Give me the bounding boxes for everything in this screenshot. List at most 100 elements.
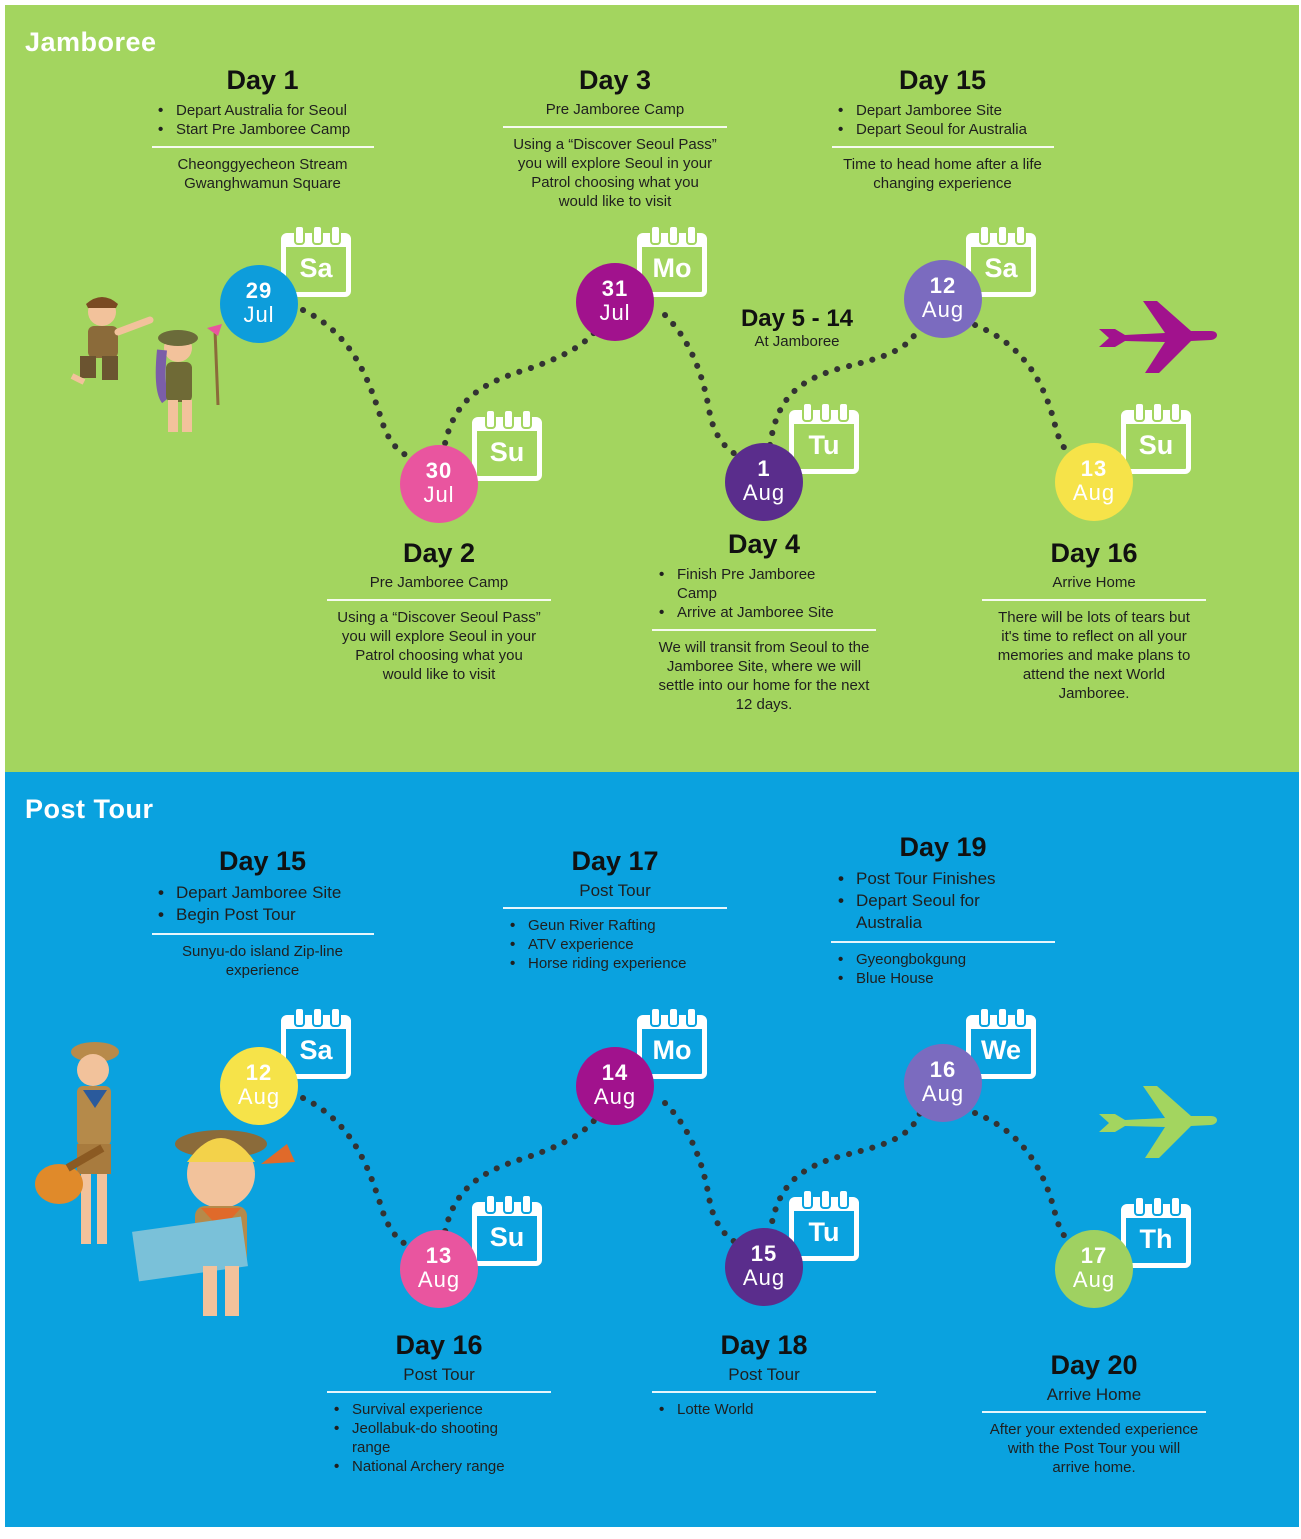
divider xyxy=(151,933,374,935)
jamboree-panel: Jamboree Day 1 Depart Australia for Seou… xyxy=(5,5,1299,772)
middle-title: Day 5 - 14 xyxy=(740,305,854,332)
calendar-icon: Tu xyxy=(789,1189,859,1261)
list-item: Depart Seoul for Australia xyxy=(830,120,1055,139)
divider xyxy=(652,629,876,631)
day-title: Day 15 xyxy=(898,65,987,95)
day-card-day-2: Day 2 Pre Jamboree Camp Using a “Discove… xyxy=(326,538,552,684)
day-title: Day 19 xyxy=(899,832,987,862)
calendar-icon: Sa xyxy=(281,225,351,297)
date-month: Aug xyxy=(921,297,965,322)
date-number: 12 xyxy=(929,273,957,298)
day-title: Day 17 xyxy=(571,846,659,876)
calendar-icon: Sa xyxy=(281,1007,351,1079)
day-card-day-4: Day 4 Finish Pre Jamboree Camp Arrive at… xyxy=(651,529,877,714)
day-description: Time to head home after a life changing … xyxy=(843,156,1042,192)
list-item: Lotte World xyxy=(651,1400,877,1419)
bullet-list: Depart Australia for Seoul Start Pre Jam… xyxy=(150,101,375,139)
bullet-list: Survival experience Jeollabuk-do shootin… xyxy=(326,1400,552,1476)
list-item: Begin Post Tour xyxy=(150,904,375,926)
date-number: 29 xyxy=(245,278,273,303)
day-description: We will transit from Seoul to the Jambor… xyxy=(658,639,870,713)
day-subtitle: Arrive Home xyxy=(1046,1385,1142,1404)
weekday-label: Su xyxy=(1138,430,1174,460)
list-item: Survival experience xyxy=(326,1400,522,1419)
weekday-label: Tu xyxy=(808,1217,840,1247)
middle-label-at-jamboree: Day 5 - 14 At Jamboree xyxy=(717,305,877,350)
date-circle: 17 Aug xyxy=(1055,1230,1133,1308)
date-month: Jul xyxy=(423,482,455,507)
divider xyxy=(503,907,727,909)
date-number: 31 xyxy=(601,276,629,301)
day-subtitle: Post Tour xyxy=(728,1365,800,1384)
calendar-icon: Mo xyxy=(637,225,707,297)
day-title: Day 2 xyxy=(402,538,476,568)
date-number: 30 xyxy=(425,458,453,483)
day-description: Cheonggyecheon Stream Gwanghwamun Square xyxy=(177,156,348,192)
weekday-label: Th xyxy=(1139,1224,1173,1254)
day-card-day-16: Day 16 Post Tour Survival experience Jeo… xyxy=(326,1330,552,1476)
weekday-label: Mo xyxy=(652,1035,692,1065)
day-description: Using a “Discover Seoul Pass” you will e… xyxy=(513,136,717,210)
day-subtitle: Pre Jamboree Camp xyxy=(369,574,509,591)
date-number: 13 xyxy=(425,1243,453,1268)
day-card-day-19: Day 19 Post Tour Finishes Depart Seoul f… xyxy=(830,832,1056,988)
weekday-label: Mo xyxy=(652,253,692,283)
day-subtitle: Post Tour xyxy=(579,881,651,900)
date-circle: 13 Aug xyxy=(1055,443,1133,521)
bullet-list: Lotte World xyxy=(651,1400,877,1419)
day-card-day-20: Day 20 Arrive Home After your extended e… xyxy=(981,1350,1207,1477)
airplane-icon xyxy=(1099,301,1217,373)
scout-children-illustration xyxy=(35,1042,295,1316)
list-item: Blue House xyxy=(830,969,1056,988)
date-number: 14 xyxy=(601,1060,629,1085)
day-card-day-3: Day 3 Pre Jamboree Camp Using a “Discove… xyxy=(502,65,728,211)
divider xyxy=(982,1411,1206,1413)
date-month: Aug xyxy=(742,1265,786,1290)
divider xyxy=(151,146,374,148)
date-circle: 14 Aug xyxy=(576,1047,654,1125)
date-number: 12 xyxy=(245,1060,273,1085)
section-title-post-tour: Post Tour xyxy=(25,794,154,824)
weekday-label: Tu xyxy=(808,430,840,460)
bullet-list: Geun River Rafting ATV experience Horse … xyxy=(502,916,728,973)
date-number: 17 xyxy=(1080,1243,1108,1268)
weekday-label: Su xyxy=(489,1222,525,1252)
day-description: There will be lots of tears but it's tim… xyxy=(997,609,1191,702)
divider xyxy=(652,1391,876,1393)
day-title: Day 3 xyxy=(578,65,652,95)
day-card-day-16: Day 16 Arrive Home There will be lots of… xyxy=(981,538,1207,703)
section-title-jamboree: Jamboree xyxy=(25,27,157,57)
weekday-label: Sa xyxy=(984,253,1018,283)
list-item: Arrive at Jamboree Site xyxy=(651,603,837,622)
day-description: Sunyu-do island Zip-line experience xyxy=(182,943,343,979)
date-number: 13 xyxy=(1080,456,1108,481)
calendar-icon: Su xyxy=(472,409,542,481)
list-item: Depart Australia for Seoul xyxy=(150,101,375,120)
date-circle: 30 Jul xyxy=(400,445,478,523)
date-circle: 15 Aug xyxy=(725,1228,803,1306)
day-card-day-15: Day 15 Depart Jamboree Site Begin Post T… xyxy=(150,846,375,980)
date-month: Aug xyxy=(742,480,786,505)
weekday-label: Sa xyxy=(299,1035,333,1065)
list-item: Depart Jamboree Site xyxy=(830,101,1055,120)
day-title: Day 4 xyxy=(727,529,801,559)
middle-subtitle: At Jamboree xyxy=(754,333,840,350)
bullet-list: Depart Jamboree Site Depart Seoul for Au… xyxy=(830,101,1055,139)
divider xyxy=(327,599,551,601)
day-subtitle: Post Tour xyxy=(403,1365,475,1384)
day-card-day-18: Day 18 Post Tour Lotte World xyxy=(651,1330,877,1419)
list-item: Depart Seoul for Australia xyxy=(830,890,1016,934)
divider xyxy=(831,941,1055,943)
divider xyxy=(982,599,1206,601)
calendar-icon: Su xyxy=(472,1194,542,1266)
date-circle: 12 Aug xyxy=(904,260,982,338)
date-number: 16 xyxy=(929,1057,957,1082)
date-month: Aug xyxy=(1072,480,1116,505)
calendar-icon: We xyxy=(966,1007,1036,1079)
date-circle: 29 Jul xyxy=(220,265,298,343)
calendar-icon: Su xyxy=(1121,402,1191,474)
day-title: Day 20 xyxy=(1050,1350,1138,1380)
day-card-day-1: Day 1 Depart Australia for Seoul Start P… xyxy=(150,65,375,193)
date-circle: 13 Aug xyxy=(400,1230,478,1308)
calendar-icon: Tu xyxy=(789,402,859,474)
